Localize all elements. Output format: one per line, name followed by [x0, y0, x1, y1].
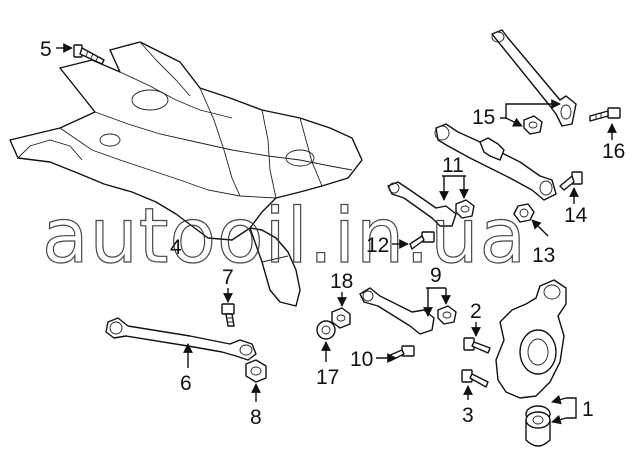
rear-subframe	[9, 41, 363, 307]
callout-14: 14	[564, 204, 588, 227]
washer-part-17	[316, 320, 336, 340]
callout-6: 6	[180, 372, 192, 395]
callout-16: 16	[602, 140, 625, 163]
callout-17: 17	[316, 366, 339, 389]
callout-1: 1	[582, 398, 594, 421]
lower-arm-part-6	[105, 317, 257, 361]
lateral-link-part-13	[434, 123, 557, 223]
knuckle	[495, 279, 567, 399]
bolt-part-3	[461, 369, 489, 388]
callout-8: 8	[250, 406, 262, 429]
callout-18: 18	[330, 270, 353, 293]
bushing-part-1	[525, 405, 551, 447]
bolt-part-5	[73, 44, 105, 65]
toe-link-part-11	[387, 181, 475, 227]
watermark-text: autooil.in.ua	[42, 191, 527, 280]
leader-lines	[56, 43, 617, 425]
callout-15: 15	[472, 106, 495, 129]
callout-11: 11	[442, 154, 464, 177]
bolt-part-16	[589, 107, 621, 122]
bolt-part-2	[463, 337, 491, 354]
callout-9: 9	[430, 264, 442, 287]
bolt-part-12	[409, 231, 435, 250]
callout-3: 3	[462, 404, 474, 427]
bolt-part-10	[387, 345, 415, 362]
callout-10: 10	[350, 348, 373, 371]
callout-labels: 5 16 15 14 13 11 12 4 7 6 8 18 17 9 10 2…	[40, 38, 625, 429]
nut-part-8	[245, 359, 267, 383]
callout-12: 12	[366, 234, 389, 257]
callout-7: 7	[222, 266, 234, 289]
nut-part-18	[331, 307, 351, 329]
callout-2: 2	[470, 300, 482, 323]
callout-5: 5	[40, 38, 52, 61]
bolt-part-7	[221, 303, 235, 327]
callout-13: 13	[532, 244, 555, 267]
callout-4: 4	[170, 236, 182, 259]
bolt-part-14	[559, 171, 583, 191]
link-part-9	[359, 287, 457, 335]
